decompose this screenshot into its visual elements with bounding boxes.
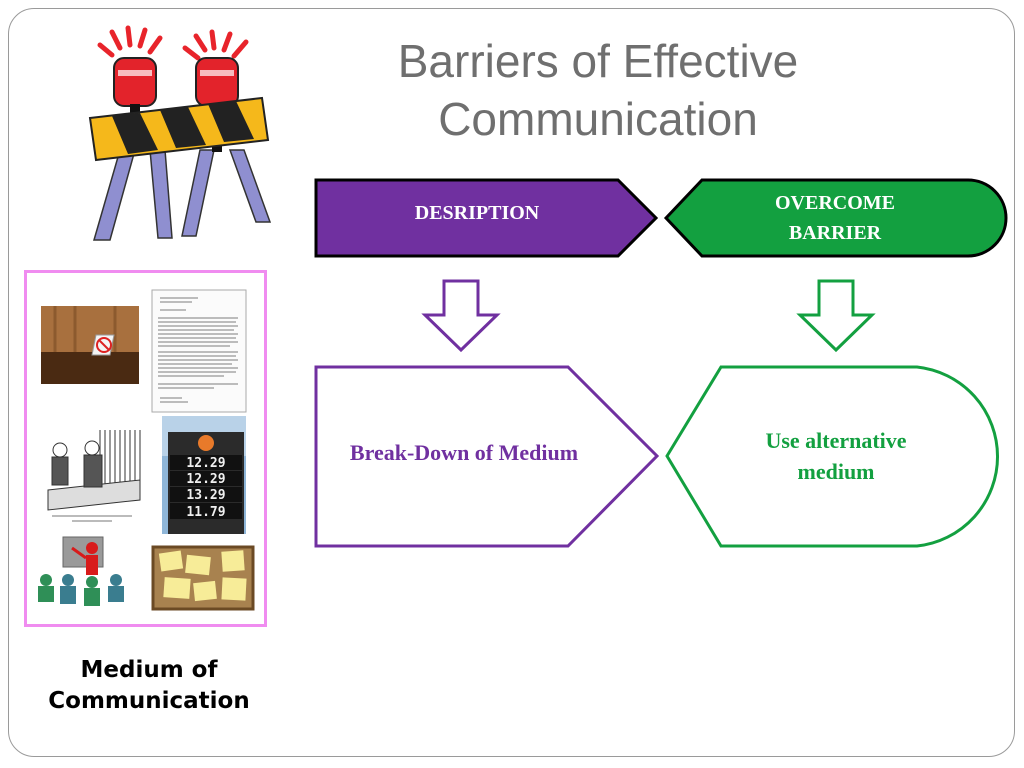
overcome-header-line-2: BARRIER bbox=[788, 222, 882, 244]
price-row-3: 13.29 bbox=[186, 488, 225, 503]
barrier-box bbox=[314, 365, 660, 548]
presentation-clipart-icon bbox=[38, 536, 124, 606]
media-caption-line-2: Communication bbox=[48, 688, 250, 714]
solution-text: Use alternative medium bbox=[700, 425, 972, 487]
price-row-4: 11.79 bbox=[186, 505, 225, 520]
down-arrow-purple bbox=[421, 279, 501, 353]
overcome-header-label: OVERCOME BARRIER bbox=[690, 188, 980, 248]
description-header-shape bbox=[314, 178, 659, 258]
fuel-price-sign-photo bbox=[162, 416, 246, 534]
price-row-2: 12.29 bbox=[186, 472, 225, 487]
overcome-header-line-1: OVERCOME bbox=[775, 192, 895, 214]
notice-board-photo bbox=[151, 545, 255, 611]
office-cartoon-image bbox=[40, 425, 145, 525]
barrier-text: Break-Down of Medium bbox=[349, 440, 579, 465]
description-header-label: DESRIPTION bbox=[414, 202, 540, 224]
solution-text-line-2: medium bbox=[797, 459, 875, 484]
slide-title: Barriers of Effective Communication bbox=[340, 32, 856, 148]
overcome-header-shape bbox=[663, 178, 1008, 258]
price-row-1: 12.29 bbox=[186, 456, 225, 471]
road-barricade-icon bbox=[88, 25, 272, 241]
media-caption: Medium of Communication bbox=[26, 655, 272, 717]
title-line-2: Communication bbox=[438, 93, 758, 145]
solution-text-line-1: Use alternative bbox=[765, 428, 907, 453]
title-line-1: Barriers of Effective bbox=[397, 35, 799, 87]
media-caption-line-1: Medium of bbox=[80, 657, 218, 683]
solution-box bbox=[665, 365, 1000, 548]
handwritten-letter-image bbox=[151, 289, 247, 413]
no-smoking-sign-photo bbox=[41, 306, 139, 384]
down-arrow-green bbox=[796, 279, 876, 353]
